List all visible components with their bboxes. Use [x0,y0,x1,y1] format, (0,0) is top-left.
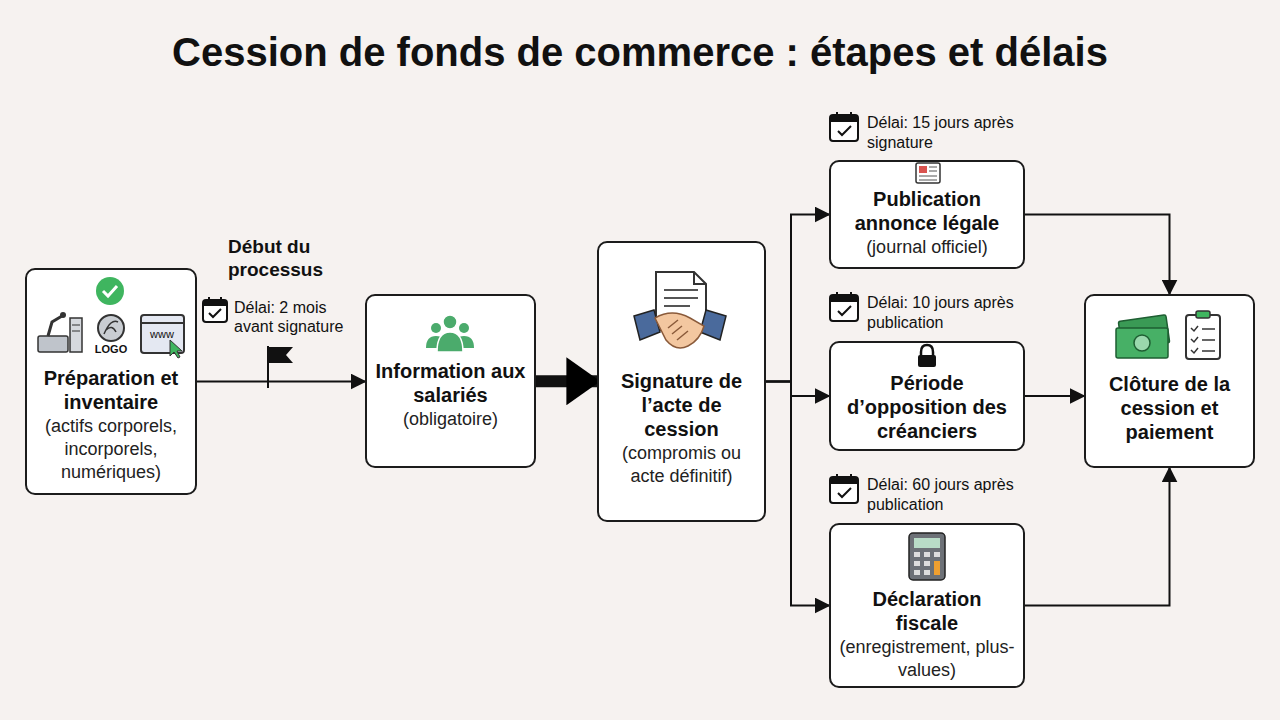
icon-text: LOGO [88,343,134,356]
flow-arrow [197,381,365,383]
icon-text: www [143,328,181,341]
diagram-title: Cession de fonds de commerce : étapes et… [0,30,1280,75]
document-icon [656,272,706,330]
handshake-icon [634,310,726,348]
process-box: Période d’opposition des créanciers [829,341,1025,451]
calendar-icon [203,297,227,322]
process-box: Déclaration fiscale(enregistrement, plus… [829,523,1025,688]
step-title: Déclaration fiscale [839,587,1015,635]
flow-arrow [766,215,829,382]
step-title: Préparation et inventaire [35,366,187,414]
step-title: Information aux salariés [375,359,526,407]
delay-note: Délai: 15 jours après signature [867,113,1047,153]
calendar-icon [830,292,858,321]
process-box: Préparation et inventaire(actifs corpore… [25,268,197,495]
delay-note: Délai: 60 jours après publication [867,475,1047,515]
calendar-icon [830,112,858,141]
calculator-icon [909,533,945,580]
start-flag [268,346,293,388]
step-detail: (obligatoire) [403,408,498,431]
process-box: Clôture de la cession et paiement [1084,294,1255,468]
money-icon [1116,315,1170,358]
machine-icon [38,312,82,352]
step-detail: (enregistrement, plus-values) [839,636,1015,682]
flow-arrow [1025,395,1084,397]
flow-arrow [1025,215,1170,295]
process-box: Information aux salariés(obligatoire) [365,294,536,468]
step-title: Clôture de la cession et paiement [1094,372,1245,444]
lock-icon [918,345,936,367]
delay-note: Délai: 2 mois avant signature [234,298,369,336]
process-box: Publication annonce légale(journal offic… [829,160,1025,269]
delay-note: Délai: 10 jours après publication [867,293,1047,333]
people-icon [426,315,474,352]
flow-arrow [766,382,829,606]
clipboard-icon [1186,311,1220,359]
browser-icon [141,315,184,358]
step-title: Période d’opposition des créanciers [839,371,1015,443]
check-icon [96,277,124,305]
logo-icon [98,315,124,341]
step-title: Publication annonce légale [839,187,1015,235]
step-detail: (journal officiel) [866,236,988,259]
flow-arrow [536,375,597,387]
step-detail: (actifs corporels, incorporels, numériqu… [35,415,187,484]
step-detail: (compromis ou acte définitif) [607,442,756,488]
start-label: Début du processus [228,235,353,281]
step-title: Signature de l’acte de cession [607,369,756,441]
flow-arrow [766,382,829,397]
process-box: Signature de l’acte de cession(compromis… [597,241,766,522]
newspaper-icon [916,163,940,183]
flow-arrow [1025,468,1170,606]
calendar-icon [830,474,858,503]
